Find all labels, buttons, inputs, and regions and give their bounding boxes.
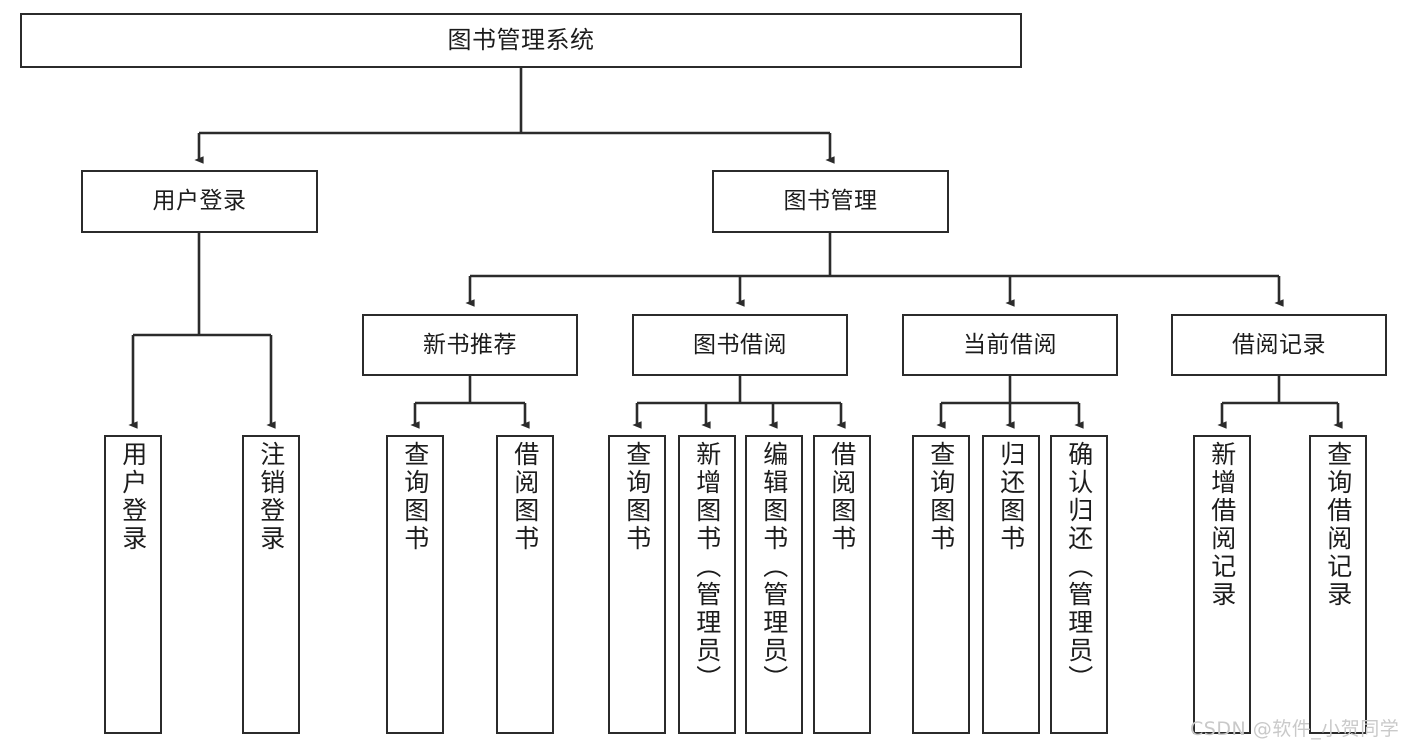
leaf-user-login[interactable]: 用户登录 xyxy=(104,435,162,734)
node-label: 查询借阅记录 xyxy=(1323,441,1353,609)
node-label: 编辑图书（管理员） xyxy=(759,441,789,693)
node-label: 借阅记录 xyxy=(1232,331,1326,358)
node-label: 查询图书 xyxy=(400,441,430,553)
leaf-confirm-return-admin[interactable]: 确认归还（管理员） xyxy=(1050,435,1108,734)
node-label: 注销登录 xyxy=(256,441,286,553)
node-label: 新书推荐 xyxy=(423,331,517,358)
node-label: 新增图书（管理员） xyxy=(692,441,722,693)
leaf-add-borrow-record[interactable]: 新增借阅记录 xyxy=(1193,435,1251,734)
node-label: 确认归还（管理员） xyxy=(1064,441,1094,693)
leaf-return-books[interactable]: 归还图书 xyxy=(982,435,1040,734)
node-user-login[interactable]: 用户登录 xyxy=(81,170,318,233)
leaf-query-books-borrow[interactable]: 查询图书 xyxy=(608,435,666,734)
node-label: 查询图书 xyxy=(926,441,956,553)
leaf-borrow-books-recommend[interactable]: 借阅图书 xyxy=(496,435,554,734)
leaf-query-books-recommend[interactable]: 查询图书 xyxy=(386,435,444,734)
leaf-add-book-admin[interactable]: 新增图书（管理员） xyxy=(678,435,736,734)
leaf-query-books-current[interactable]: 查询图书 xyxy=(912,435,970,734)
node-label: 查询图书 xyxy=(622,441,652,553)
node-label: 用户登录 xyxy=(152,188,247,215)
node-label: 归还图书 xyxy=(996,441,1026,553)
node-label: 图书借阅 xyxy=(693,331,787,358)
leaf-logout[interactable]: 注销登录 xyxy=(242,435,300,734)
node-label: 图书管理 xyxy=(783,188,878,215)
node-root-book-management-system[interactable]: 图书管理系统 xyxy=(20,13,1022,68)
node-new-book-recommendation[interactable]: 新书推荐 xyxy=(362,314,578,376)
leaf-query-borrow-record[interactable]: 查询借阅记录 xyxy=(1309,435,1367,734)
node-book-management[interactable]: 图书管理 xyxy=(712,170,949,233)
node-label: 借阅图书 xyxy=(510,441,540,553)
node-book-borrowing[interactable]: 图书借阅 xyxy=(632,314,848,376)
csdn-watermark: CSDN @软件_小贺同学 xyxy=(1190,718,1400,740)
leaf-borrow-books[interactable]: 借阅图书 xyxy=(813,435,871,734)
node-label: 当前借阅 xyxy=(963,331,1057,358)
node-label: 用户登录 xyxy=(118,441,148,553)
node-current-borrowing[interactable]: 当前借阅 xyxy=(902,314,1118,376)
node-label: 新增借阅记录 xyxy=(1207,441,1237,609)
node-label: 图书管理系统 xyxy=(447,25,595,54)
node-label: 借阅图书 xyxy=(827,441,857,553)
node-borrowing-records[interactable]: 借阅记录 xyxy=(1171,314,1387,376)
leaf-edit-book-admin[interactable]: 编辑图书（管理员） xyxy=(745,435,803,734)
